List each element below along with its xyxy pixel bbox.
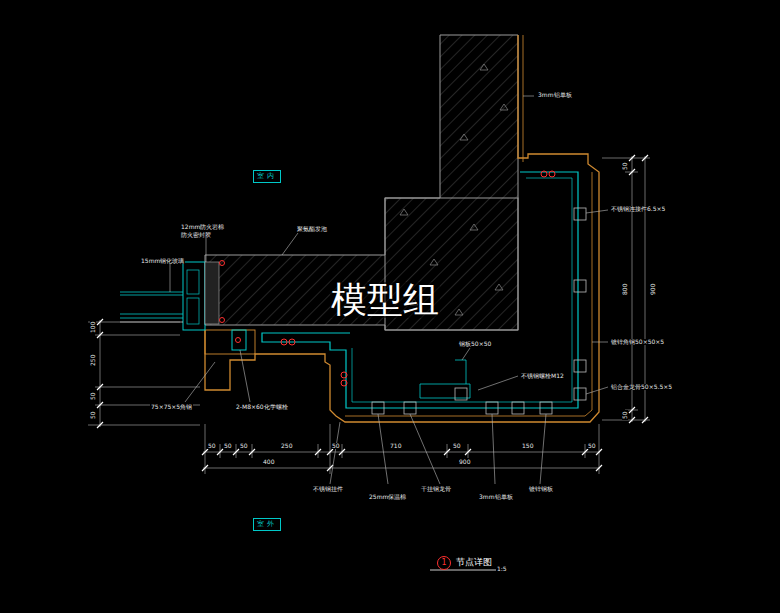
dimension: 50 [239,443,249,449]
callout: 12mm防火岩棉 [180,224,225,230]
callout: 聚氨酯发泡 [296,226,328,232]
callout: 钢板50×50 [458,341,492,347]
dimension: 710 [389,443,402,449]
detail-number: 1 [441,559,446,567]
dimension: 900 [458,459,471,465]
room-label-box: 室外 [253,518,281,531]
callout: 防火密封胶 [180,232,212,238]
callout: 3mm铝单板 [478,494,514,500]
room-label-box: 室内 [253,170,281,183]
scale-note: 1:5 [496,566,508,572]
callout: 不锈钢挂件 [312,486,344,492]
callout: 不锈钢连接件6.5×5 [610,206,666,212]
dimension: 50 [223,443,233,449]
drawing-title: 节点详图 [455,558,493,567]
callout: 不锈钢螺栓M12 [520,373,565,379]
dimension: 50 [90,410,96,420]
dimension: 400 [262,459,275,465]
callout: 25mm保温棉 [368,494,407,500]
dimension: 50 [207,443,217,449]
dimension: 50 [622,161,628,171]
callout: 镀锌钢板 [528,486,554,492]
dimension: 250 [280,443,293,449]
callout: 2-M8×60化学螺栓 [235,404,289,410]
dimension: 50 [90,391,96,401]
dimension: 250 [90,354,96,367]
dimension: 100 [90,321,96,334]
dimension: 900 [650,283,656,296]
callout: 75×75×5角钢 [150,404,193,410]
detail-number-circle: 1 [437,556,451,570]
callout: 15mm钢化玻璃 [140,258,185,264]
dimension: 50 [452,443,462,449]
room-label: 室外 [256,521,278,528]
callout: 3mm铝单板 [537,92,573,98]
callout: 干挂钢龙骨 [420,486,452,492]
dimension: 50 [587,443,597,449]
room-label: 室内 [256,173,278,180]
dimension: 800 [622,283,628,296]
callout: 铝合金龙骨50×5.5×5 [610,384,673,390]
dimension: 50 [331,443,341,449]
watermark: 模型组 [330,282,440,318]
dimension: 150 [521,443,534,449]
dimension: 50 [622,410,628,420]
callout: 镀锌角钢50×50×5 [610,339,665,345]
